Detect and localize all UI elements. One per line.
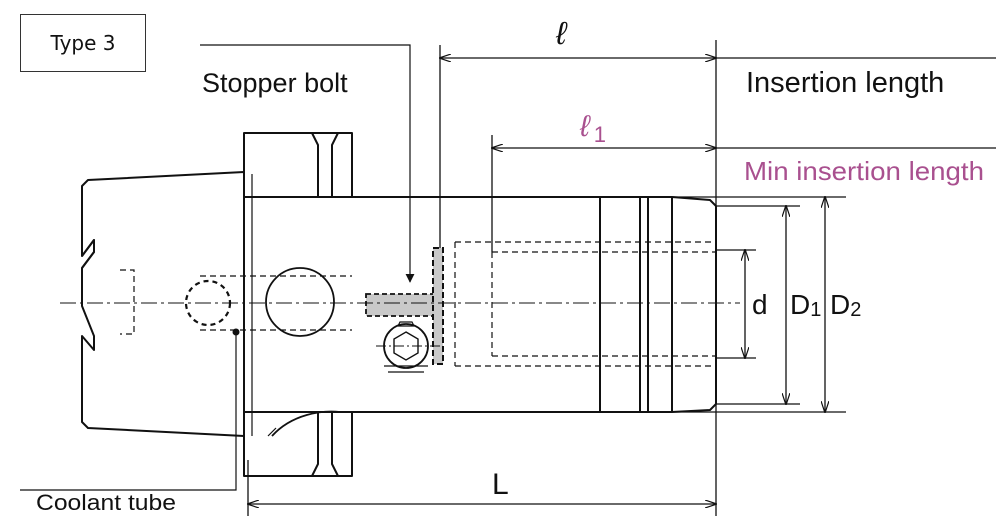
min-insertion-length-label: Min insertion length xyxy=(744,156,984,186)
type-label: Type 3 xyxy=(50,31,116,55)
stopper-bolt-label: Stopper bolt xyxy=(202,68,348,98)
stopper-bolt-leader xyxy=(200,44,415,283)
dimension-lines xyxy=(248,40,996,516)
flange xyxy=(243,132,353,477)
dim-l-label: ℓ xyxy=(555,15,568,51)
dim-D1-label: D1 xyxy=(790,289,821,321)
flange-groove-bottom xyxy=(311,412,339,477)
flange-bore-circle xyxy=(265,267,335,337)
inner-bore xyxy=(454,241,716,367)
coolant-tube-leader xyxy=(20,332,237,491)
taper-shank xyxy=(81,171,245,437)
dim-D2-label: D2 xyxy=(830,289,861,321)
leaders xyxy=(20,44,415,491)
shank-key-slot xyxy=(81,239,95,269)
dim-L-label: L xyxy=(492,468,509,501)
flange-bottom-notch xyxy=(271,410,341,437)
coolant-tube-label: Coolant tube xyxy=(36,490,176,515)
flange-groove-top xyxy=(311,132,339,197)
insertion-length-label: Insertion length xyxy=(746,67,944,99)
dim-d-label: d xyxy=(752,289,768,320)
stopper-bolt xyxy=(365,247,444,373)
type-label-box: Type 3 xyxy=(20,14,146,72)
